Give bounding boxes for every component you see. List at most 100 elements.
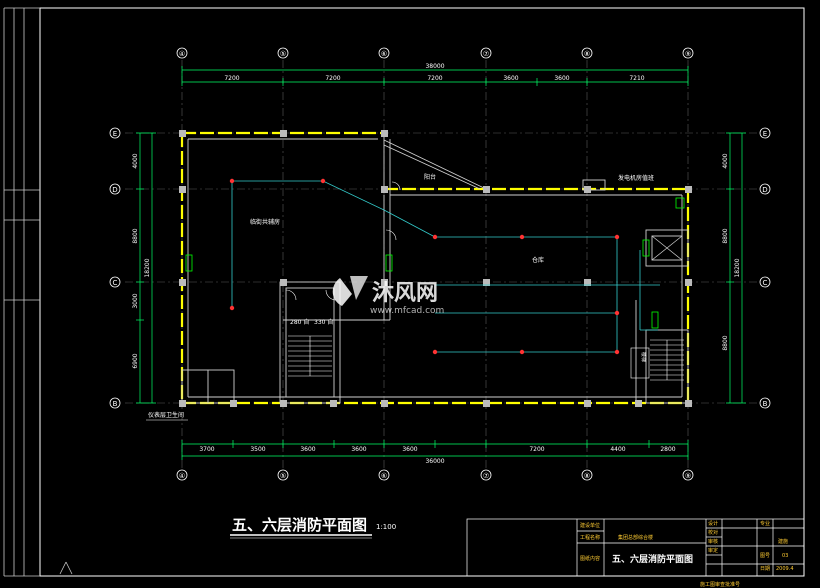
watermark-text-cn: 沐风网 bbox=[372, 281, 438, 306]
watermark-logo bbox=[332, 276, 368, 306]
axis-row-d-right: D bbox=[762, 186, 767, 194]
axis-labels-bottom: ④ ⑤ ⑥ ⑦ ⑧ ⑨ bbox=[179, 472, 691, 480]
bottom-dimensions: 3700 3500 3600 3600 3600 7200 4400 2800 … bbox=[199, 446, 675, 465]
room-balcony: 阳台 bbox=[424, 173, 436, 181]
axis-col-5-bottom: ⑤ bbox=[280, 472, 286, 480]
axis-col-7-top: ⑦ bbox=[483, 50, 489, 58]
axis-bubbles-sides bbox=[109, 127, 771, 409]
dim-top-2: 7200 bbox=[325, 75, 340, 82]
tb-footer: 施工图审查批准号 bbox=[700, 581, 740, 588]
dim-top-6: 7210 bbox=[629, 75, 644, 82]
axis-row-e-right: E bbox=[763, 130, 767, 138]
axis-col-8-top: ⑧ bbox=[584, 50, 590, 58]
title-block bbox=[466, 518, 805, 577]
dim-bottom-1: 3700 bbox=[199, 446, 214, 453]
structural-columns bbox=[179, 130, 692, 407]
tb-v1: 建施 bbox=[778, 538, 788, 545]
room-corridor: 仪表层卫生间 bbox=[148, 411, 184, 419]
room-label-2: 330 自 bbox=[314, 318, 333, 326]
axis-col-7-bottom: ⑦ bbox=[483, 472, 489, 480]
dim-bottom-7: 4400 bbox=[610, 446, 625, 453]
drawing-title: 五、六层消防平面图 bbox=[232, 516, 367, 534]
axis-labels-sides: E D C B E D C B bbox=[112, 130, 767, 408]
tb-row-content: 图纸内容 bbox=[580, 555, 600, 562]
dim-left-2: 8800 bbox=[132, 228, 139, 243]
door-swings bbox=[285, 181, 401, 301]
tb-row-project: 工程名称 bbox=[580, 534, 600, 541]
right-dimensions: 4000 8800 8800 18200 bbox=[722, 153, 741, 350]
dim-left-4: 6900 bbox=[132, 353, 139, 368]
axis-col-5-top: ⑤ bbox=[280, 50, 286, 58]
dim-right-2: 8800 bbox=[722, 228, 729, 243]
dimension-ticks bbox=[136, 66, 746, 460]
tb-c1: 设计 bbox=[708, 520, 718, 527]
axis-col-6-bottom: ⑥ bbox=[381, 472, 387, 480]
tb-v2: 03 bbox=[782, 553, 788, 559]
tb-project-name: 集团总部综合楼 bbox=[618, 534, 653, 541]
axis-col-4-top: ④ bbox=[179, 50, 185, 58]
binding-strip bbox=[3, 7, 40, 577]
top-dimensions: 38000 7200 7200 7200 3600 3600 7210 bbox=[224, 63, 644, 82]
dim-bottom-3: 3600 bbox=[300, 446, 315, 453]
dimension-lines bbox=[139, 69, 743, 457]
interior-walls bbox=[181, 133, 689, 404]
dim-top-4: 3600 bbox=[503, 75, 518, 82]
watermark-url: www.mfcad.com bbox=[370, 306, 444, 316]
tb-c2: 校对 bbox=[708, 529, 718, 536]
room-labels: 临街共辅房 阳台 仓库 发电机房值班 仪表层卫生间 280 自 330 自 bbox=[148, 173, 654, 419]
axis-row-c-left: C bbox=[113, 279, 118, 287]
axis-col-9-bottom: ⑨ bbox=[685, 472, 691, 480]
tb-c3: 审核 bbox=[708, 538, 718, 545]
axis-row-b-left: B bbox=[113, 400, 118, 408]
dim-bottom-total: 36000 bbox=[425, 458, 444, 465]
stair-treads-right bbox=[650, 339, 684, 381]
left-dimensions: 4000 8800 3000 6900 18200 bbox=[132, 153, 151, 368]
axis-bubbles-bottom bbox=[176, 469, 694, 481]
tb-row-client: 建设单位 bbox=[580, 522, 600, 529]
room-hall: 仓库 bbox=[532, 256, 544, 264]
drawing-frame bbox=[39, 7, 805, 577]
axis-row-b-right: B bbox=[763, 400, 768, 408]
title-block-text: 建设单位 工程名称 图纸内容 集团总部综合楼 设计 校对 审核 审定 专业 图号… bbox=[580, 520, 794, 572]
elevator-shaft bbox=[651, 235, 683, 261]
dim-top-5: 3600 bbox=[554, 75, 569, 82]
dim-left-total: 18200 bbox=[144, 258, 151, 277]
dim-bottom-2: 3500 bbox=[250, 446, 265, 453]
dim-top-total: 38000 bbox=[425, 63, 444, 70]
axis-row-e-left: E bbox=[113, 130, 117, 138]
dim-left-3: 3000 bbox=[132, 293, 139, 308]
sprinkler-pipes bbox=[231, 180, 660, 353]
room-equipment: 发电机房值班 bbox=[618, 174, 654, 182]
stair-treads-left bbox=[288, 335, 332, 377]
axis-bubbles-top bbox=[176, 47, 694, 59]
sprinkler-heads bbox=[229, 178, 620, 355]
tb-c4: 审定 bbox=[708, 547, 718, 554]
dim-bottom-8: 2800 bbox=[660, 446, 675, 453]
stair-note: 楼梯 bbox=[640, 352, 647, 362]
tb-c7: 日期 bbox=[760, 566, 770, 572]
axis-col-4-bottom: ④ bbox=[179, 472, 185, 480]
dim-top-1: 7200 bbox=[224, 75, 239, 82]
axis-col-6-top: ⑥ bbox=[381, 50, 387, 58]
dim-right-3: 8800 bbox=[722, 335, 729, 350]
dim-bottom-6: 7200 bbox=[529, 446, 544, 453]
room-office: 临街共辅房 bbox=[250, 218, 280, 226]
dim-right-1: 4000 bbox=[722, 153, 729, 168]
dim-bottom-5: 3600 bbox=[402, 446, 417, 453]
tb-c5: 专业 bbox=[760, 520, 770, 527]
tb-v3: 2009.4 bbox=[776, 566, 794, 572]
title-underline bbox=[230, 534, 372, 539]
dim-top-3: 7200 bbox=[427, 75, 442, 82]
axis-labels-top: ④ ⑤ ⑥ ⑦ ⑧ ⑨ bbox=[179, 50, 691, 58]
axis-row-d-left: D bbox=[112, 186, 117, 194]
fire-hydrant-cabinets bbox=[185, 197, 685, 329]
dim-left-1: 4000 bbox=[132, 153, 139, 168]
dim-right-total: 18200 bbox=[734, 258, 741, 277]
stair-tag bbox=[630, 347, 650, 379]
axis-col-8-bottom: ⑧ bbox=[584, 472, 590, 480]
axis-grid-lines bbox=[125, 60, 760, 470]
tb-c6: 图号 bbox=[760, 553, 770, 559]
dim-bottom-4: 3600 bbox=[351, 446, 366, 453]
tb-sheet-title: 五、六层消防平面图 bbox=[612, 553, 693, 565]
